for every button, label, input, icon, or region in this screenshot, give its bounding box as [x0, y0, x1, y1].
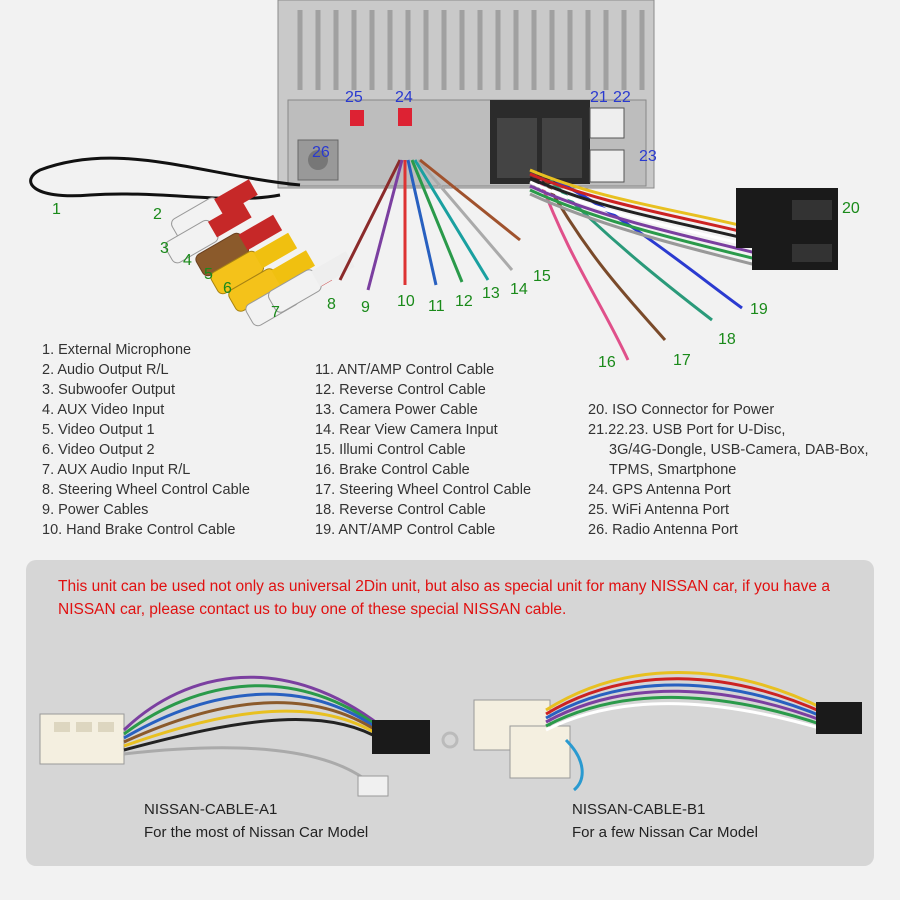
callout-7: 7	[271, 304, 280, 321]
legend-item: 12. Reverse Control Cable	[315, 382, 486, 398]
legend-item: 7. AUX Audio Input R/L	[42, 462, 191, 478]
callout-26: 26	[312, 144, 330, 161]
callout-4: 4	[183, 252, 192, 269]
callout-5: 5	[204, 266, 213, 283]
nissan-cable-b1-image	[473, 671, 862, 792]
legend-item: 2. Audio Output R/L	[42, 362, 169, 378]
iso-wire-bundle	[529, 168, 761, 268]
legend-item-continued: TPMS, Smartphone	[609, 462, 737, 478]
legend-item: 8. Steering Wheel Control Cable	[42, 482, 250, 498]
legend-item-continued: 3G/4G-Dongle, USB-Camera, DAB-Box,	[609, 442, 869, 458]
legend-item: 9. Power Cables	[42, 502, 149, 518]
callout-10: 10	[397, 293, 415, 310]
callout-3: 3	[160, 240, 169, 257]
callout-8: 8	[327, 296, 336, 313]
callout-25: 25	[345, 89, 363, 106]
nissan-cable-panel: This unit can be used not only as univer…	[26, 560, 874, 866]
callout-17: 17	[673, 352, 691, 369]
cable-a1-description: For the most of Nissan Car Model	[144, 824, 369, 841]
legend-item: 4. AUX Video Input	[42, 402, 165, 418]
callout-22: 22	[613, 89, 631, 106]
legend-item: 13. Camera Power Cable	[315, 402, 478, 418]
legend-item: 26. Radio Antenna Port	[588, 522, 738, 538]
cable-b1-description: For a few Nissan Car Model	[572, 824, 758, 841]
legend-column-2: 11. ANT/AMP Control Cable 12. Reverse Co…	[315, 360, 531, 540]
callout-12: 12	[455, 293, 473, 310]
nissan-notice: This unit can be used not only as univer…	[58, 578, 830, 618]
cable-a1-name: NISSAN-CABLE-A1	[144, 801, 278, 818]
callout-19: 19	[750, 301, 768, 318]
legend-item: 10. Hand Brake Control Cable	[42, 522, 236, 538]
legend-item: 14. Rear View Camera Input	[315, 422, 498, 438]
legend-column-3: 20. ISO Connector for Power 21.22.23. US…	[588, 400, 868, 540]
callout-6: 6	[223, 280, 232, 297]
legend-item: 19. ANT/AMP Control Cable	[315, 522, 496, 538]
legend-item: 16. Brake Control Cable	[315, 462, 470, 478]
legend-item: 20. ISO Connector for Power	[588, 402, 775, 418]
callout-9: 9	[361, 299, 370, 316]
legend-item: 18. Reverse Control Cable	[315, 502, 486, 518]
legend-item: 5. Video Output 1	[42, 422, 155, 438]
callout-1: 1	[52, 201, 61, 218]
callout-20: 20	[842, 200, 860, 217]
legend-item: 21.22.23. USB Port for U-Disc,	[588, 422, 786, 438]
callout-18: 18	[718, 331, 736, 348]
callout-23: 23	[639, 148, 657, 165]
callout-24: 24	[395, 89, 413, 106]
callout-14: 14	[510, 281, 528, 298]
head-unit-wiring-illustration	[29, 0, 838, 361]
callout-2: 2	[153, 206, 162, 223]
callout-16: 16	[598, 354, 616, 371]
nissan-cable-a1-image	[39, 675, 459, 797]
legend-column-1: 1. External Microphone 2. Audio Output R…	[42, 340, 250, 540]
head-unit-chassis	[277, 0, 655, 189]
legend-item: 1. External Microphone	[42, 342, 192, 358]
legend-item: 25. WiFi Antenna Port	[588, 502, 730, 518]
legend-item: 17. Steering Wheel Control Cable	[315, 482, 532, 498]
legend-item: 6. Video Output 2	[42, 442, 155, 458]
callout-15: 15	[533, 268, 551, 285]
legend-item: 15. Illumi Control Cable	[315, 442, 466, 458]
microphone-cable	[29, 156, 301, 200]
nissan-cables-illustration	[39, 671, 862, 797]
callout-13: 13	[482, 285, 500, 302]
rca-plugs	[164, 179, 355, 327]
legend-item: 24. GPS Antenna Port	[588, 482, 731, 498]
callout-11: 11	[428, 298, 445, 315]
legend-item: 11. ANT/AMP Control Cable	[315, 362, 495, 378]
cable-b1-name: NISSAN-CABLE-B1	[572, 801, 706, 818]
legend-item: 3. Subwoofer Output	[42, 382, 175, 398]
callout-21: 21	[590, 89, 608, 106]
iso-connector	[736, 188, 838, 270]
